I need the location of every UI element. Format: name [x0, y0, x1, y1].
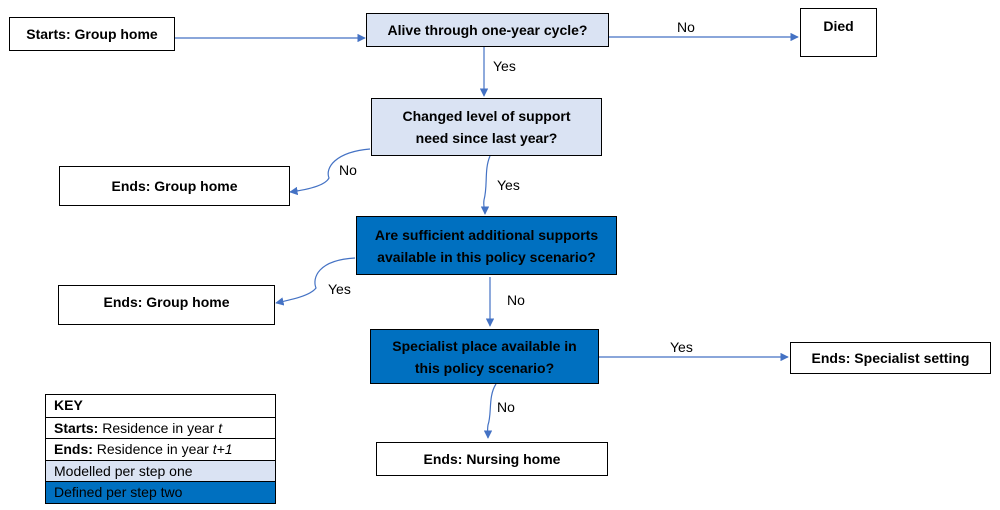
edge-label-specialist-nursing: No [497, 399, 515, 415]
edge-label-sufficient-specialist: No [507, 292, 525, 308]
edge-label-changed-sufficient: Yes [497, 177, 520, 193]
node-ends-group-home-1: Ends: Group home [59, 166, 290, 206]
arrow-sufficient-to-ends-group-home-2 [275, 257, 356, 306]
node-alive-decision: Alive through one-year cycle? [366, 13, 609, 47]
legend-ends-var: t+1 [212, 441, 233, 457]
node-ends-specialist-setting: Ends: Specialist setting [790, 342, 991, 374]
legend-starts-term: Starts: [54, 419, 99, 436]
node-sufficient-decision: Are sufficient additional supports avail… [356, 216, 617, 275]
node-ends-nursing-home: Ends: Nursing home [376, 442, 608, 476]
node-specialist-decision: Specialist place available in this polic… [370, 329, 599, 384]
edge-label-changed-ends: No [339, 162, 357, 178]
node-died: Died [800, 8, 877, 57]
arrow-specialist-to-nursing [483, 383, 497, 439]
edge-label-specialist-ends: Yes [670, 339, 693, 355]
node-ends-group-home-2: Ends: Group home [58, 285, 275, 325]
legend-ends-text: Residence in year [96, 441, 209, 457]
legend-starts: Starts: Residence in year t [46, 416, 275, 439]
legend-key: KEY Starts: Residence in year t Ends: Re… [45, 394, 276, 504]
legend-starts-text: Residence in year [102, 419, 215, 436]
node-start: Starts: Group home [9, 17, 175, 51]
edge-label-alive-died: No [677, 19, 695, 35]
legend-title: KEY [54, 397, 83, 413]
legend-ends-term: Ends: [54, 441, 93, 457]
arrow-changed-to-ends-group-home-1 [289, 148, 371, 196]
edge-label-alive-changed: Yes [493, 58, 516, 74]
edge-label-sufficient-ends: Yes [328, 281, 351, 297]
arrow-changed-to-sufficient [480, 155, 491, 215]
legend-starts-var: t [218, 419, 223, 436]
legend-modelled-step-one: Modelled per step one [46, 459, 275, 481]
legend-defined-step-two: Defined per step two [46, 481, 275, 503]
legend-ends: Ends: Residence in year t+1 [46, 438, 275, 460]
node-changed-decision: Changed level of support need since last… [371, 98, 602, 156]
